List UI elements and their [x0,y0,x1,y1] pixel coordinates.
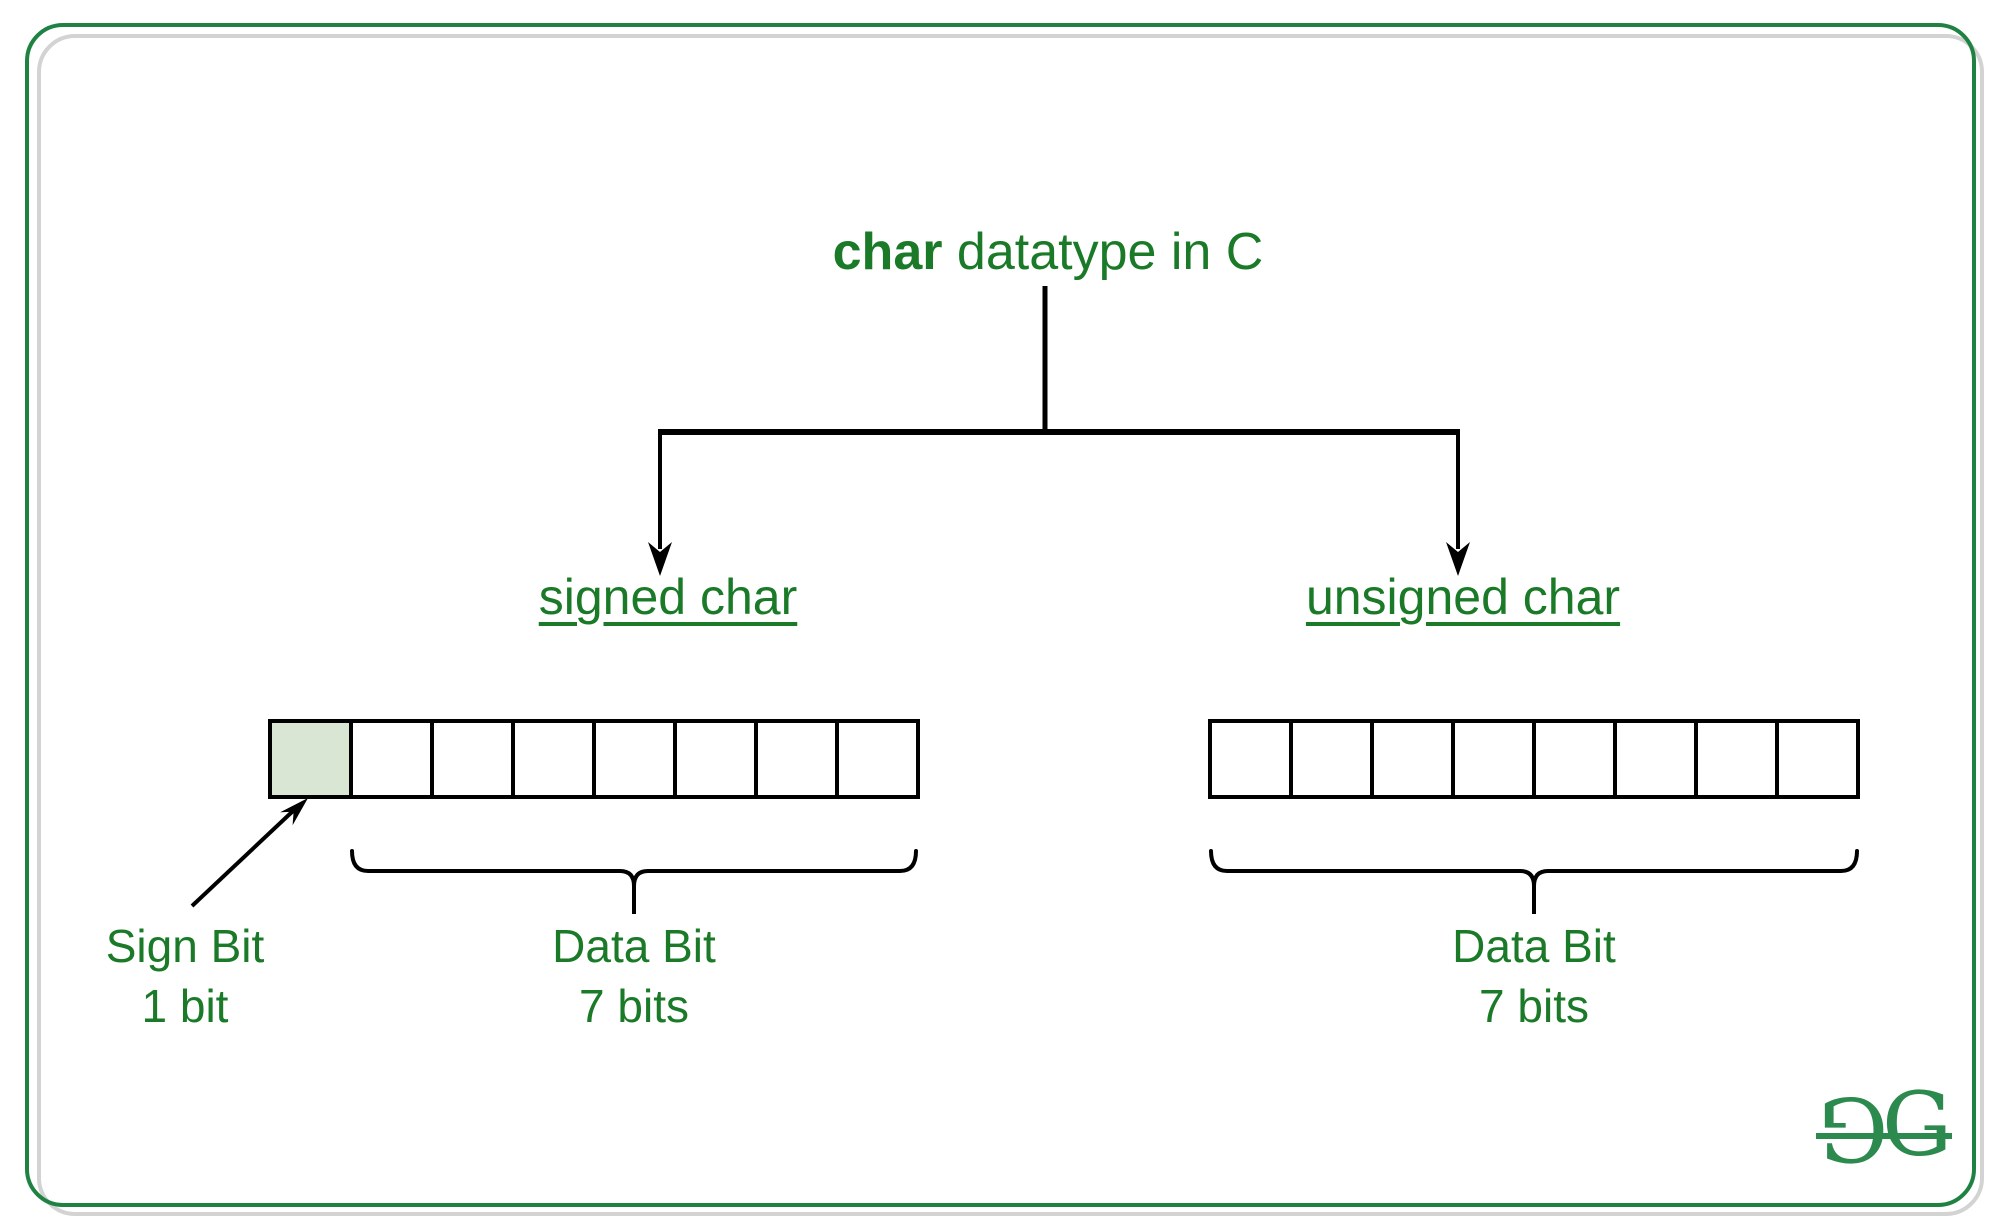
signed-char-bit-register [268,719,920,799]
sign-bit-pointer-line [190,809,295,908]
frame-green-border [25,23,1976,1207]
sign-bit-annotation-line1: Sign Bit [105,920,265,972]
data-bit-cell [1293,723,1374,795]
frame-shadow-border [37,34,1984,1216]
sign-bit-annotation: Sign Bit 1 bit [106,916,265,1036]
data-bit-cell [1536,723,1617,795]
data-bit-cell [434,723,515,795]
signed-data-annotation-line1: Data Bit [552,920,716,972]
signed-data-bit-annotation: Data Bit 7 bits [552,916,716,1036]
data-bit-cell [1617,723,1698,795]
unsigned-data-brace [1209,849,1859,887]
sign-bit-annotation-line2: 1 bit [141,980,229,1032]
data-bit-cell [1698,723,1779,795]
logo-rotated-g-glyph: G [1818,1076,1889,1180]
data-bit-cell [1455,723,1536,795]
data-bit-cell [1374,723,1455,795]
title-keyword: char [832,223,943,281]
sign-bit-cell [272,723,353,795]
data-bit-cell [1779,723,1856,795]
left-branch-arrowhead-icon [648,542,672,576]
unsigned-data-annotation-line1: Data Bit [1452,920,1616,972]
signed-data-brace [350,849,918,887]
sign-bit-arrowhead-icon [280,798,308,826]
title-rest: datatype in C [942,223,1264,281]
logo-crossbar [1816,1133,1952,1139]
data-bit-cell [839,723,916,795]
data-bit-cell [1212,723,1293,795]
signed-char-label: signed char [538,569,798,625]
right-branch-arrowhead-icon [1446,542,1470,576]
diagram-title: char datatype in C [833,222,1264,282]
data-bit-cell [353,723,434,795]
geeksforgeeks-logo-icon: G G [1816,1073,1953,1180]
unsigned-char-label: unsigned char [1305,569,1621,625]
signed-data-annotation-line2: 7 bits [579,980,689,1032]
logo-g-glyph: G [1882,1073,1953,1176]
data-bit-cell [677,723,758,795]
unsigned-data-annotation-line2: 7 bits [1479,980,1589,1032]
data-bit-cell [596,723,677,795]
data-bit-cell [758,723,839,795]
data-bit-cell [515,723,596,795]
unsigned-char-bit-register [1208,719,1860,799]
unsigned-data-bit-annotation: Data Bit 7 bits [1452,916,1616,1036]
